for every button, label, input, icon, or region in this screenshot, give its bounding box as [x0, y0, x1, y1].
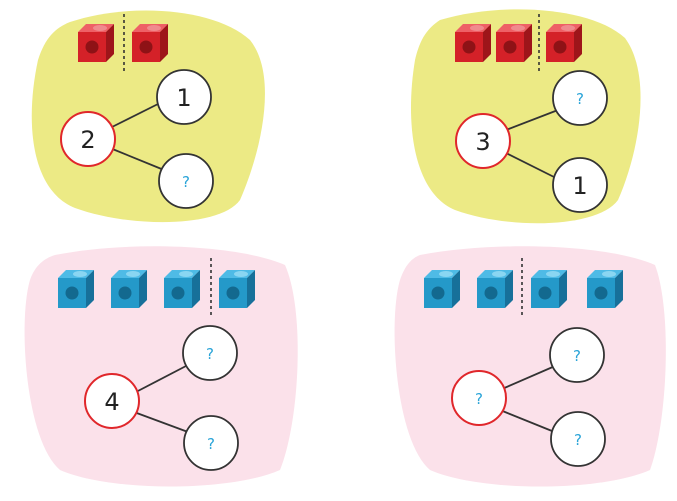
blue-cube — [58, 270, 94, 308]
part-circle-bottom[interactable] — [550, 411, 606, 467]
bond-line — [505, 109, 559, 131]
bottom-part-value: 1 — [572, 172, 587, 200]
red-cube — [496, 24, 532, 62]
part-circle-top[interactable] — [552, 70, 608, 126]
blue-cube — [111, 270, 147, 308]
top-part-value: ? — [573, 347, 581, 365]
part-circle-bottom[interactable] — [158, 153, 214, 209]
red-cube — [455, 24, 491, 62]
bottom-part-value: ? — [574, 431, 582, 449]
whole-value: 3 — [475, 128, 490, 156]
top-part-value: ? — [576, 90, 584, 108]
bond-line — [503, 151, 557, 179]
blue-cube — [424, 270, 460, 308]
bond-line — [111, 102, 161, 128]
bottom-part-value: ? — [207, 435, 215, 453]
blue-cube — [219, 270, 255, 308]
whole-circle — [455, 113, 511, 169]
whole-value: ? — [475, 390, 483, 408]
whole-circle[interactable] — [451, 370, 507, 426]
top-part-value: 1 — [176, 84, 191, 112]
bond-line — [109, 147, 165, 171]
part-circle-bottom[interactable] — [183, 415, 239, 471]
panel-bottom-left: 4 ? ? — [24, 246, 298, 487]
bond-line — [501, 365, 556, 390]
panel-top-left: 2 1 ? — [31, 10, 265, 223]
blue-cube — [587, 270, 623, 308]
blue-cube — [164, 270, 200, 308]
bottom-part-value: ? — [182, 173, 190, 191]
whole-circle — [84, 373, 140, 429]
part-circle-top — [156, 69, 212, 125]
panel-top-right: 3 ? 1 — [410, 9, 641, 224]
blue-cube — [531, 270, 567, 308]
part-circle-top[interactable] — [182, 325, 238, 381]
red-cube — [78, 24, 114, 62]
part-circle-bottom — [552, 157, 608, 213]
whole-circle — [60, 111, 116, 167]
top-part-value: ? — [206, 345, 214, 363]
bond-line — [133, 411, 189, 433]
part-circle-top[interactable] — [549, 327, 605, 383]
whole-value: 4 — [104, 388, 119, 416]
panel-bottom-right: ? ? ? — [394, 246, 666, 487]
bond-line — [499, 409, 553, 432]
blue-cube — [477, 270, 513, 308]
red-cube — [132, 24, 168, 62]
red-cube — [546, 24, 582, 62]
bond-line — [135, 365, 187, 393]
whole-value: 2 — [80, 126, 95, 154]
